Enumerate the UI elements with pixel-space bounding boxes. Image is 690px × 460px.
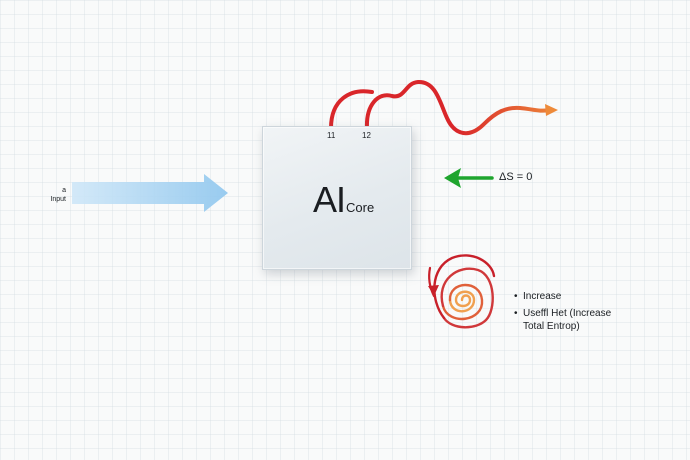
entropy-equation: ΔS = 0 [499, 171, 533, 183]
wire-pin-2 [364, 80, 551, 135]
input-arrow-icon [72, 174, 228, 212]
wire-pin-1 [329, 89, 374, 130]
bullet-text-1: Increase [523, 291, 562, 302]
core-title-main: AI [313, 179, 346, 220]
bullet-list: • Increase • Useffl Het (Increase Total … [514, 290, 611, 333]
bullet-icon: • [514, 291, 518, 302]
wire-arrowhead-icon [545, 104, 558, 116]
pin-label-1: 11 [327, 131, 336, 140]
core-title: AICore [313, 179, 374, 221]
bullet-text-2-line-1: Useffl Het (Increase [523, 308, 612, 319]
bullet-text-2-line-2: Total Entrop) [523, 321, 580, 332]
input-label-line-1: a [62, 187, 66, 194]
input-label: a Input [36, 186, 66, 204]
bullet-text-2: Useffl Het (Increase Total Entrop) [523, 307, 611, 333]
core-title-sub: Core [346, 200, 375, 215]
list-item: • Increase [514, 290, 611, 303]
feedback-arrowhead-icon [444, 168, 461, 188]
input-label-line-2: Input [50, 196, 66, 203]
pin-label-2: 12 [362, 131, 371, 140]
spiral-icon [428, 254, 496, 329]
list-item: • Useffl Het (Increase Total Entrop) [514, 307, 611, 333]
bullet-icon: • [514, 308, 518, 319]
ai-core-block: 11 12 AICore [262, 126, 412, 270]
